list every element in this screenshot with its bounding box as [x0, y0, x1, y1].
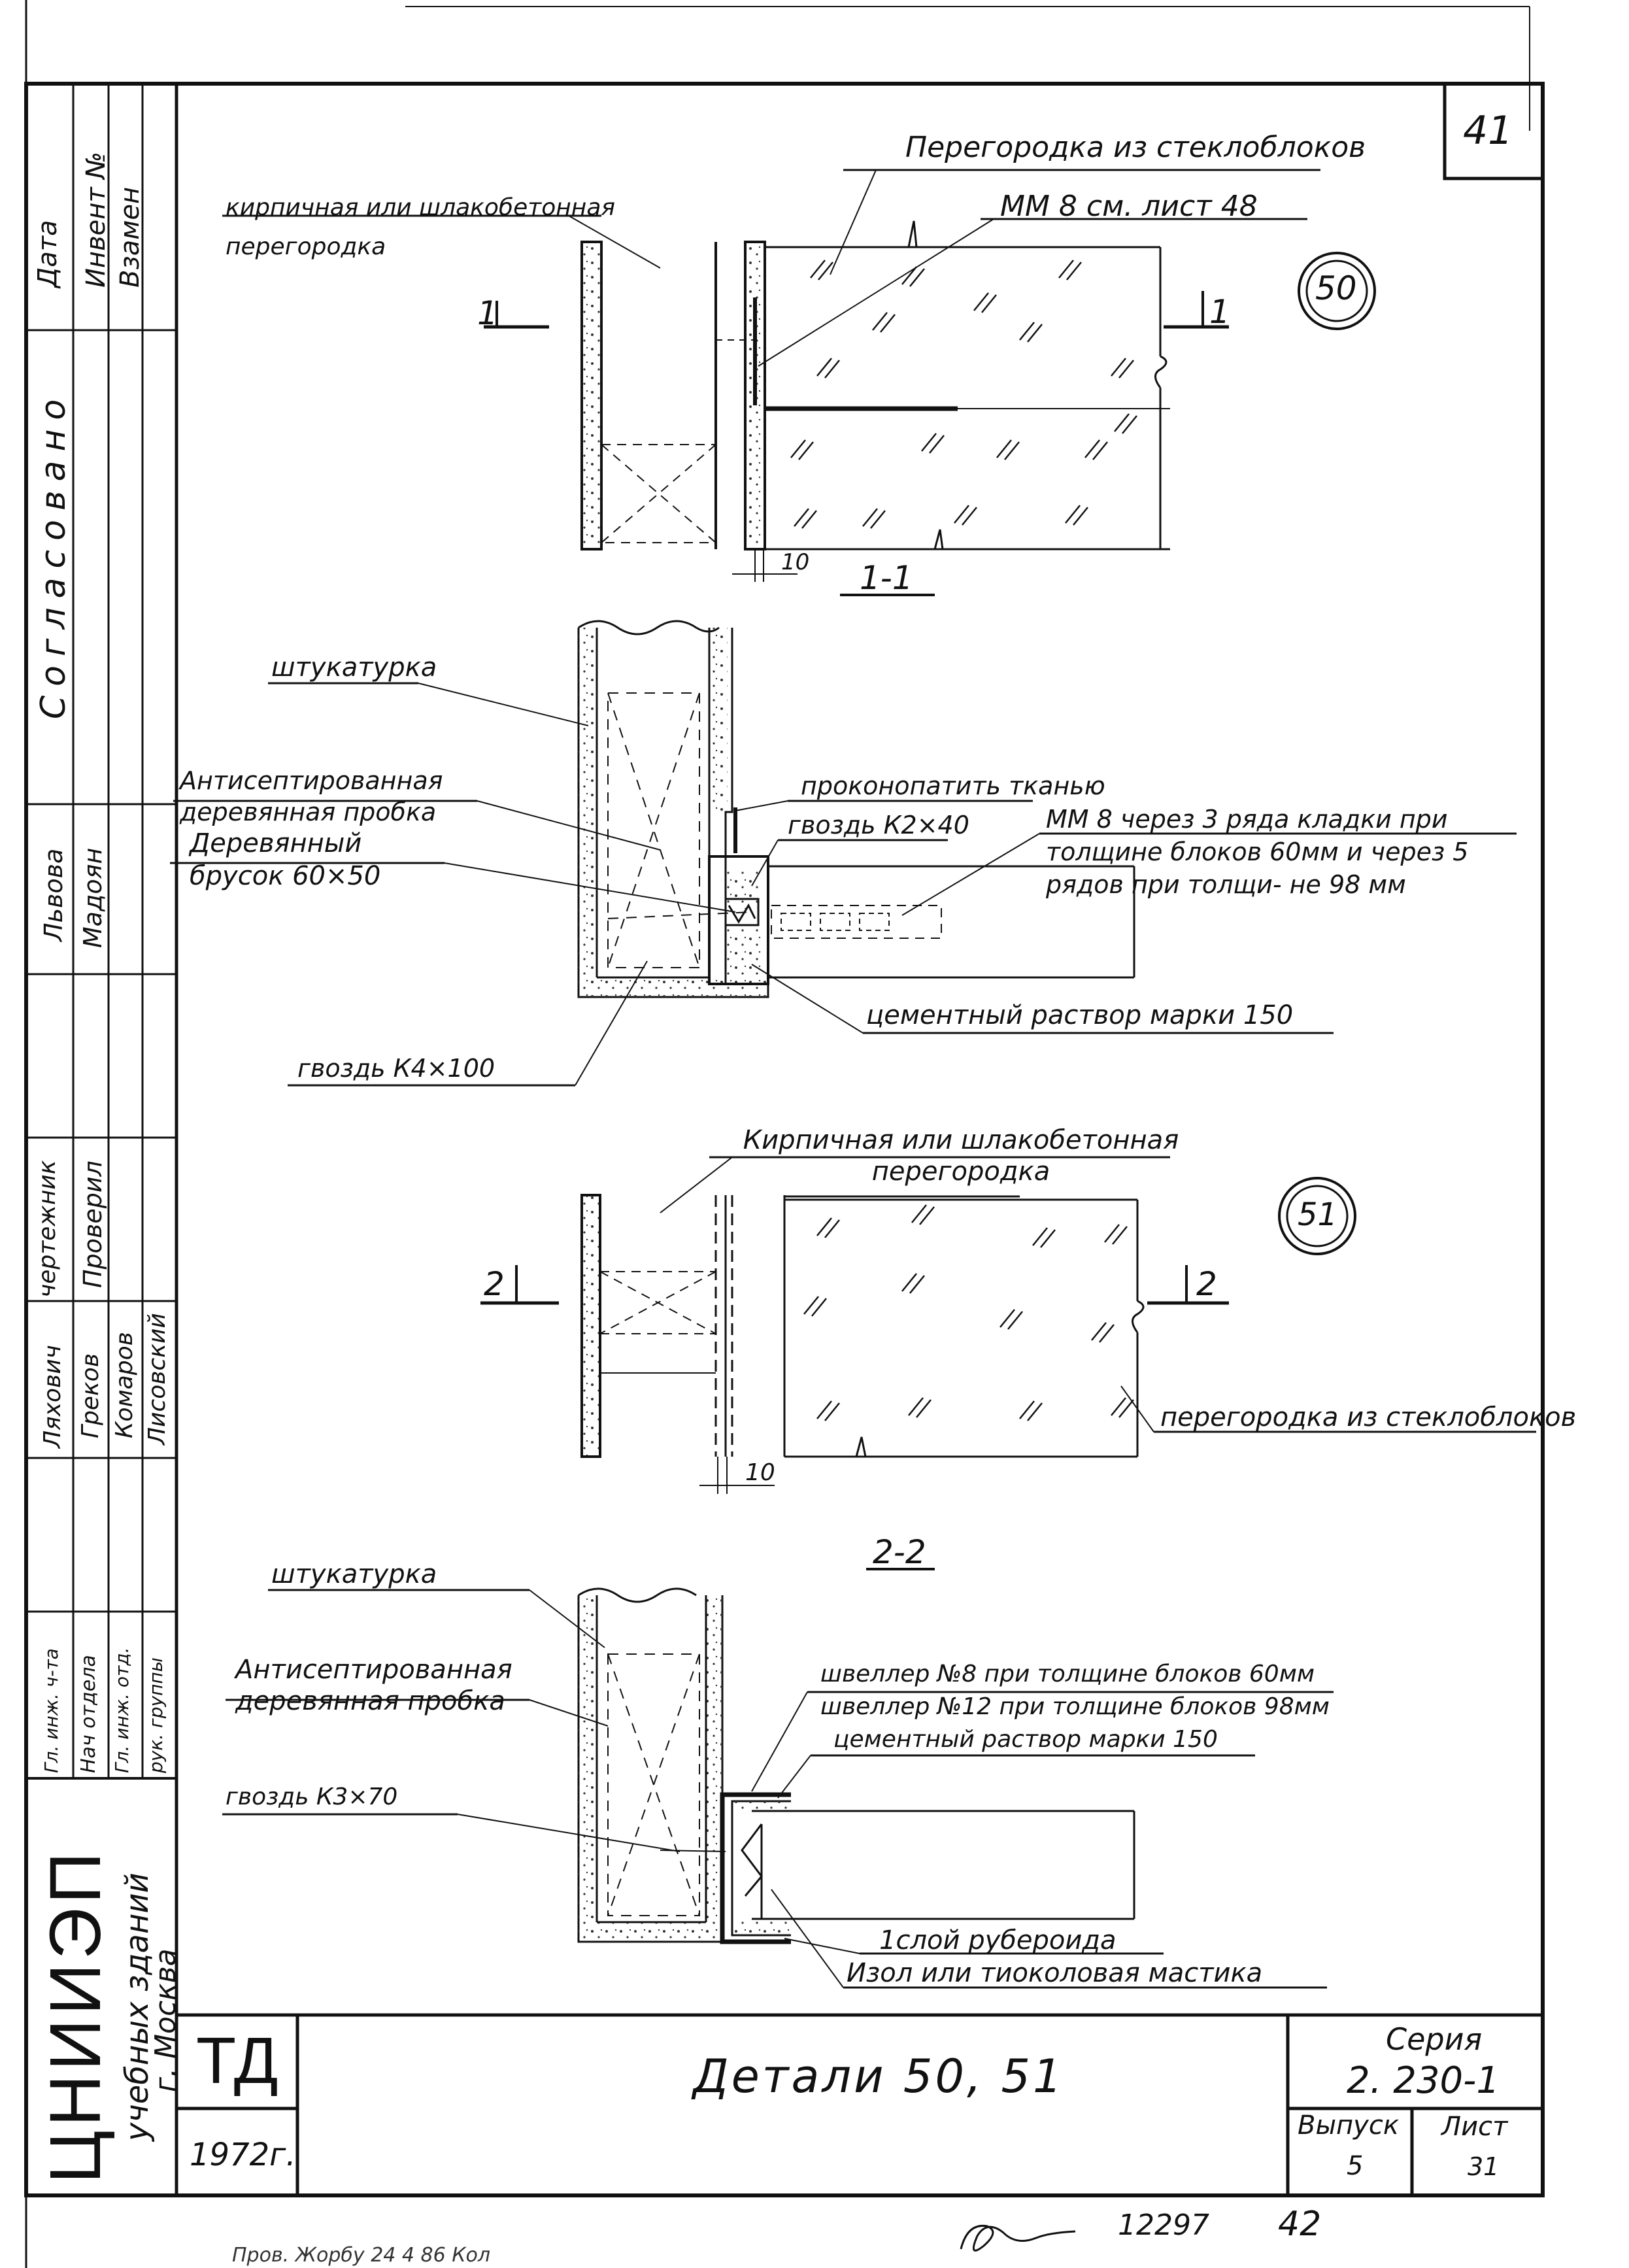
label-channel-12: швеллер №12 при толщине блоков 98мм [820, 1693, 1330, 1720]
page-number-box [1443, 82, 1545, 180]
stamp-approved: Согласовано [34, 390, 73, 719]
label-channel-8: швеллер №8 при толщине блоков 60мм [820, 1661, 1315, 1687]
series-label: Серия [1386, 2022, 1483, 2057]
dim-10-50: 10 [781, 549, 810, 575]
stamp-name-1: Ляхович [39, 1345, 66, 1448]
archive-page: 42 [1278, 2205, 1322, 2244]
label-caulk: проконопатить тканью [801, 771, 1105, 800]
frame [24, 0, 1545, 2268]
stamp-label-inventory: Инвент № [81, 151, 111, 288]
org-line3: г. Москва [149, 1948, 182, 2092]
marker-50: 50 [1315, 269, 1357, 307]
label-plaster-1: штукатурка [271, 652, 437, 683]
label-ruberoid: 1слой рубероида [879, 1925, 1117, 1955]
cut-mark-1-left: 1 [477, 294, 498, 332]
dim-10-51: 10 [745, 1459, 775, 1486]
label-nail-2: гвоздь К3×70 [226, 1784, 398, 1810]
section-label-2-2: 2-2 [873, 1533, 926, 1571]
signature [960, 2224, 1076, 2252]
section-label-1-1: 1-1 [860, 559, 913, 597]
sheet-value: 31 [1468, 2152, 1500, 2181]
stamp-role-group-lead: рук. группы [145, 1657, 167, 1773]
issue-value: 5 [1347, 2151, 1364, 2181]
label-mastic: Изол или тиоколовая мастика [847, 1958, 1263, 1988]
label-nail-big: гвоздь К4×100 [297, 1054, 495, 1083]
side-stamp-grid [26, 84, 176, 1780]
label-wood-bar: Деревянный брусок 60×50 [190, 828, 381, 891]
label-brick-partition-50: кирпичная или шлакобетонная перегородка [226, 188, 631, 267]
sheet-label: Лист [1441, 2112, 1508, 2142]
label-brick-partition-51: Кирпичная или шлакобетонная перегородка [743, 1125, 1179, 1187]
stamp-role-chief-eng-dept: Гл. инж. отд. [111, 1647, 133, 1773]
stamp-name-2: Греков [77, 1353, 104, 1438]
label-mortar-2: цементный раствор марки 150 [833, 1726, 1218, 1753]
section-1-1 [170, 620, 1517, 1087]
stamp-role-head-dept: Нач отдела [77, 1655, 100, 1773]
label-antiseptic-plug-1: Антисептированная деревянная пробка [180, 766, 443, 826]
label-antiseptic-plug-2: Антисептированная деревянная пробка [235, 1655, 512, 1716]
label-brick-partition-50-text: кирпичная или шлакобетонная перегородка [226, 194, 616, 260]
drawing-title: Детали 50, 51 [693, 2050, 1065, 2103]
td-mark: ТД [196, 2024, 278, 2097]
label-mm8-ref-50: ММ 8 см. лист 48 [1000, 190, 1258, 223]
marker-51: 51 [1298, 1196, 1338, 1233]
footer-note: Пров. Жорбу 24 4 86 Кол [232, 2244, 491, 2267]
stamp-name-3: Комаров [111, 1332, 138, 1438]
cut-mark-2-left: 2 [484, 1265, 505, 1303]
label-mm8-note: ММ 8 через 3 ряда кладки при толщине бло… [1046, 805, 1469, 899]
label-glass-partition-51: перегородка из стеклоблоков [1160, 1402, 1577, 1432]
label-plaster-2: штукатурка [271, 1559, 437, 1589]
stamp-label-replacing: Взамен [115, 186, 145, 288]
stamp-name-4: Лисовский [144, 1313, 171, 1445]
stamp-label-date: Дата [33, 220, 63, 288]
label-nail-small: гвоздь К2×40 [788, 811, 969, 839]
cut-mark-1-right: 1 [1209, 293, 1230, 331]
label-glass-partition-50: Перегородка из стеклоблоков [905, 131, 1366, 164]
detail-51-plan [480, 1156, 1536, 1570]
archive-number: 12297 [1118, 2209, 1209, 2242]
label-mortar-1: цементный раствор марки 150 [866, 1000, 1294, 1030]
org-name: ЦНИИЭП [35, 1848, 116, 2184]
issue-label: Выпуск [1298, 2110, 1399, 2141]
cut-mark-2-right: 2 [1196, 1265, 1217, 1303]
stamp-role-drafter: чертежник [34, 1160, 61, 1298]
stamp-role-checked: Проверил [78, 1160, 107, 1288]
year: 1972г. [190, 2137, 296, 2173]
stamp-approver-1: Львова [39, 848, 68, 941]
series-value: 2. 230-1 [1347, 2059, 1500, 2102]
page-number: 41 [1463, 108, 1513, 154]
section-2-2 [222, 1587, 1334, 1989]
title-block-grid [176, 2013, 1543, 2195]
detail-50-plan [222, 169, 1376, 596]
stamp-role-chief-eng: Гл. инж. ч-та [41, 1648, 62, 1773]
stamp-approver-2: Мадоян [78, 847, 107, 948]
